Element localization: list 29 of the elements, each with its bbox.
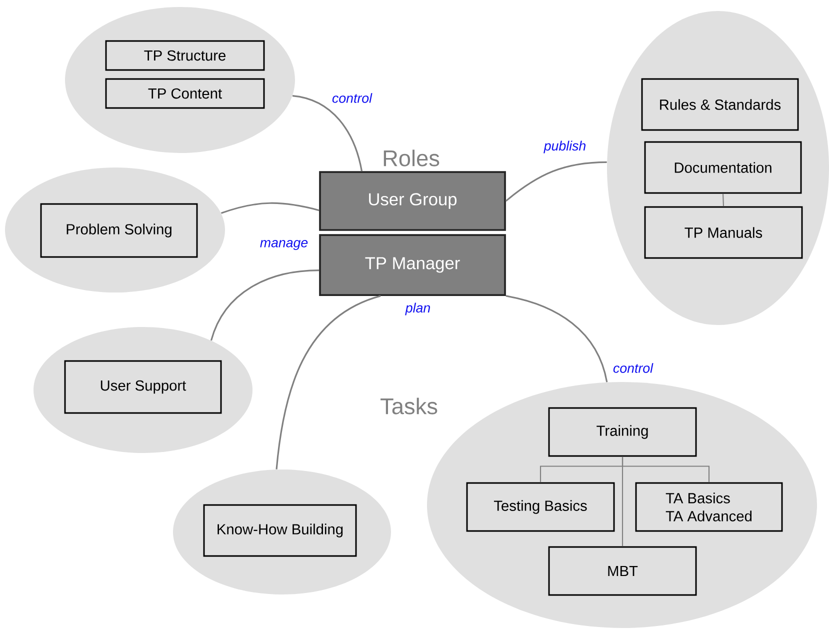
connector: [292, 95, 363, 172]
task-box: TA Basics TA Advanced: [635, 482, 783, 532]
task-box: Rules & Standards: [641, 78, 799, 131]
task-box: Training: [548, 407, 697, 457]
connector: [220, 202, 320, 214]
edge-label: manage: [258, 238, 310, 252]
connector: [505, 161, 607, 202]
task-box: TP Manuals: [644, 206, 803, 259]
section-heading: Roles: [384, 150, 440, 166]
connector: [210, 270, 320, 341]
edge-label: control: [330, 92, 374, 104]
connector: [276, 295, 381, 470]
connector: [722, 194, 724, 206]
section-heading: Tasks: [380, 398, 438, 414]
task-box: MBT: [548, 546, 697, 596]
edge-label: publish: [542, 139, 588, 155]
task-box: Problem Solving: [40, 203, 198, 258]
connector: [622, 456, 624, 546]
role-box: User Group: [319, 171, 506, 231]
edge-label: control: [612, 362, 654, 374]
task-box: TP Content: [105, 78, 265, 109]
task-box: Documentation: [644, 141, 802, 194]
connector: [506, 295, 608, 382]
edge-label: plan: [404, 301, 432, 317]
role-box: TP Manager: [319, 234, 506, 296]
task-box: TP Structure: [105, 40, 265, 71]
task-box: User Support: [64, 360, 222, 414]
task-box: Know-How Building: [203, 504, 357, 557]
task-box: Testing Basics: [466, 482, 615, 532]
